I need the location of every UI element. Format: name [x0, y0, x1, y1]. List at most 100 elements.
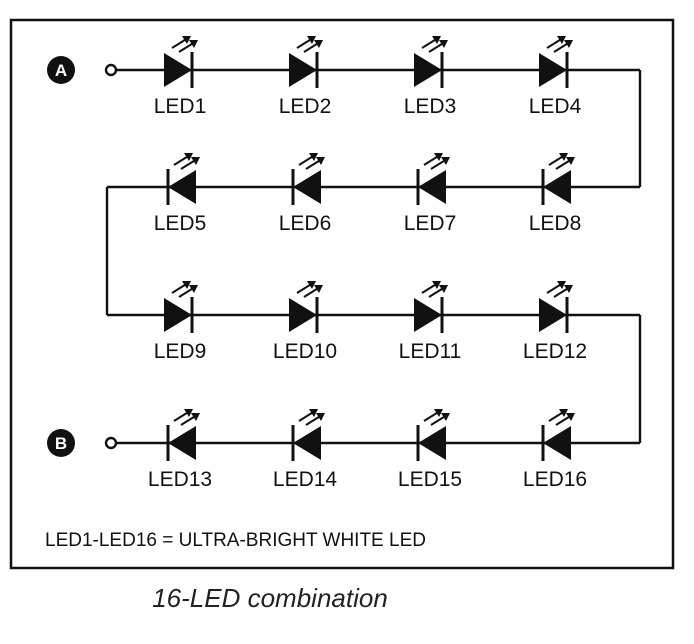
diode-triangle: [289, 53, 317, 87]
emission-arrow-head: [314, 285, 323, 293]
emission-arrow-head: [434, 153, 443, 161]
emission-arrow-head: [191, 157, 200, 165]
terminal-a-badge: [47, 56, 75, 84]
emission-arrow-head: [564, 285, 573, 293]
diode-triangle: [293, 426, 321, 460]
diode-triangle: [418, 426, 446, 460]
figure-caption: 16-LED combination: [152, 583, 388, 613]
light-emission-arrows-icon: [296, 281, 323, 298]
diode-triangle: [164, 298, 192, 332]
led-label: LED14: [273, 468, 338, 491]
light-emission-arrows-icon: [421, 36, 448, 53]
emission-arrow-head: [307, 36, 316, 44]
emission-arrow-head: [314, 40, 323, 48]
emission-arrow-head: [559, 409, 568, 417]
emission-arrow-head: [439, 285, 448, 293]
light-emission-arrows-icon: [423, 153, 450, 170]
emission-arrow-head: [309, 153, 318, 161]
emission-arrow-head: [184, 153, 193, 161]
emission-arrow-head: [432, 36, 441, 44]
terminal-a-node: [104, 63, 118, 77]
diode-triangle: [168, 426, 196, 460]
light-emission-arrows-icon: [298, 153, 325, 170]
led-label: LED8: [529, 212, 582, 235]
led-label: LED9: [154, 340, 207, 363]
diode-triangle: [168, 170, 196, 204]
led-label: LED11: [399, 340, 462, 363]
diode-triangle: [418, 170, 446, 204]
led-label: LED5: [154, 212, 207, 235]
led-led8: LED8: [529, 153, 582, 235]
diode-triangle: [543, 426, 571, 460]
emission-arrow-head: [557, 36, 566, 44]
terminal-a: A: [47, 56, 118, 84]
emission-arrow-head: [566, 413, 575, 421]
led-label: LED13: [148, 468, 212, 491]
emission-arrow-head: [182, 281, 191, 289]
led-led13: LED13: [148, 409, 212, 491]
led-label: LED15: [398, 468, 462, 491]
emission-arrow-head: [434, 409, 443, 417]
diode-triangle: [293, 170, 321, 204]
led-type-note: LED1-LED16 = ULTRA-BRIGHT WHITE LED: [45, 530, 426, 551]
led-led12: LED12: [523, 281, 587, 363]
emission-arrow-head: [557, 281, 566, 289]
light-emission-arrows-icon: [548, 409, 575, 426]
terminal-b: B: [47, 429, 118, 457]
emission-arrow-head: [182, 36, 191, 44]
emission-arrow-head: [566, 157, 575, 165]
led-label: LED7: [404, 212, 457, 235]
diode-triangle: [414, 298, 442, 332]
light-emission-arrows-icon: [298, 409, 325, 426]
led-led1: LED1: [154, 36, 207, 118]
terminal-b-badge: [47, 429, 75, 457]
emission-arrow-head: [441, 157, 450, 165]
light-emission-arrows-icon: [421, 281, 448, 298]
led-led15: LED15: [398, 409, 462, 491]
emission-arrow-head: [307, 281, 316, 289]
light-emission-arrows-icon: [546, 36, 573, 53]
led-label: LED6: [279, 212, 332, 235]
emission-arrow-head: [309, 409, 318, 417]
led-label: LED16: [523, 468, 587, 491]
diode-triangle: [414, 53, 442, 87]
led-led11: LED11: [399, 281, 462, 363]
led-label: LED3: [404, 95, 457, 118]
emission-arrow-head: [441, 413, 450, 421]
emission-arrow-head: [316, 413, 325, 421]
led-led4: LED4: [529, 36, 582, 118]
led-led3: LED3: [404, 36, 457, 118]
light-emission-arrows-icon: [173, 153, 200, 170]
light-emission-arrows-icon: [171, 36, 198, 53]
led-label: LED4: [529, 95, 582, 118]
light-emission-arrows-icon: [171, 281, 198, 298]
led-label: LED2: [279, 95, 332, 118]
diode-triangle: [539, 298, 567, 332]
led-led6: LED6: [279, 153, 332, 235]
light-emission-arrows-icon: [423, 409, 450, 426]
emission-arrow-head: [189, 40, 198, 48]
terminal-a-label: A: [55, 61, 67, 80]
emission-arrow-head: [559, 153, 568, 161]
led-led9: LED9: [154, 281, 207, 363]
led-label: LED12: [523, 340, 587, 363]
led-led2: LED2: [279, 36, 332, 118]
diode-triangle: [539, 53, 567, 87]
wiring: [105, 68, 642, 445]
diode-triangle: [164, 53, 192, 87]
led-label: LED1: [154, 95, 207, 118]
terminal-b-label: B: [55, 434, 67, 453]
led-led14: LED14: [273, 409, 338, 491]
light-emission-arrows-icon: [296, 36, 323, 53]
diode-triangle: [543, 170, 571, 204]
emission-arrow-head: [564, 40, 573, 48]
led-led10: LED10: [273, 281, 337, 363]
emission-arrow-head: [316, 157, 325, 165]
diode-triangle: [289, 298, 317, 332]
light-emission-arrows-icon: [173, 409, 200, 426]
diagram-frame: [9, 18, 675, 570]
terminal-b-node: [104, 436, 118, 450]
emission-arrow-head: [439, 40, 448, 48]
emission-arrow-head: [432, 281, 441, 289]
